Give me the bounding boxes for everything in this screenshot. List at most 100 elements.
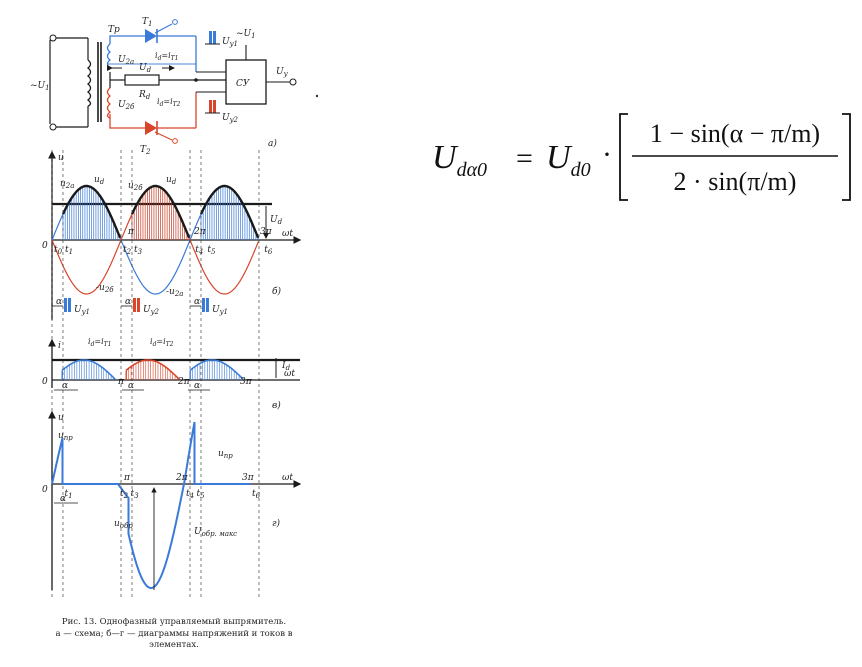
formula-lhs: Udα0 <box>432 139 487 181</box>
alpha-i-1: α <box>62 381 68 391</box>
control-input-label: ~U1 <box>236 29 256 40</box>
pi-g-label: π <box>123 473 131 483</box>
current-hatching <box>61 359 245 380</box>
three-pi-label: 3π <box>260 227 273 237</box>
tick-sub: 0 <box>58 248 63 256</box>
pulse2-icon <box>205 100 220 114</box>
circuit-schematic: ~U1 Тр T1 <box>30 17 297 156</box>
tick-label-g-t1: t1 <box>65 489 73 500</box>
tick-label-t3: t3 <box>134 245 143 256</box>
axis-u-label: u <box>58 153 64 163</box>
tick-sub: 6 <box>256 492 261 500</box>
caption-line1: Рис. 13. Однофазный управляемый выпрямит… <box>62 617 286 627</box>
thyristor-voltage-diagram: u ωt 0 uпр uпр uобр Uобр. макс π 2π 3π t… <box>42 410 302 590</box>
two-pi-g-label: 2π <box>175 473 189 483</box>
pulse-label: Uy1 <box>212 305 228 316</box>
rd-label: Rd <box>138 90 151 101</box>
origin-g-label: 0 <box>42 485 48 495</box>
formula-numerator: 1 − sin(α − π/m) <box>650 119 820 148</box>
current-panel-label: в) <box>272 400 281 411</box>
alpha-g: α <box>60 494 66 504</box>
formula-equals: = <box>516 142 533 175</box>
current2-label: id=iT2 <box>157 97 181 108</box>
caption-line3: элементах. <box>149 640 199 650</box>
voltage-panel-label: б) <box>272 286 281 297</box>
pulse-label-sub: y1 <box>219 308 228 316</box>
uobr-max-label: Uобр. макс <box>194 527 237 538</box>
tick-label-t4: t4 <box>195 245 203 256</box>
ud-label-2: ud <box>166 175 177 186</box>
pulse-label: Uy1 <box>74 305 90 316</box>
tick-label-g-t6: t6 <box>252 489 261 500</box>
tick-label-t5: t5 <box>207 245 216 256</box>
control-block-label: СУ <box>236 79 251 89</box>
tick-sub: 2 <box>123 492 129 500</box>
tick-label-t1: t1 <box>65 245 73 256</box>
pulse-bar <box>201 298 205 312</box>
uobr-label: uобр <box>114 519 133 530</box>
transformer-label: Тр <box>108 25 120 35</box>
current1-label: id=iT1 <box>155 51 179 62</box>
caption-line2: а — схема; б—г — диаграммы напряжений и … <box>55 628 292 639</box>
tick-sub: 1 <box>68 492 72 500</box>
tick-sub: 3 <box>138 248 143 256</box>
voltage-hatching <box>62 186 259 240</box>
source-label: ~U1 <box>30 81 50 92</box>
tick-label-t0: t0 <box>54 245 63 256</box>
formula: Udα0 = Ud0 · 1 − sin(α − π/m) 2 · sin(π/… <box>432 113 851 201</box>
transformer <box>86 42 112 122</box>
tick-sub: 4 <box>198 248 203 256</box>
pulse-bar <box>136 298 140 312</box>
u2b-label: U2б <box>118 100 135 111</box>
pulse-label-sub: y2 <box>150 308 160 316</box>
pulse1-icon <box>205 31 220 45</box>
ud-label: Ud <box>139 63 152 74</box>
formula-dot: · <box>602 138 612 171</box>
source-terminals <box>49 34 89 131</box>
thyristor1-label: T1 <box>142 17 152 28</box>
axis-u-g-label: u <box>58 413 64 423</box>
two-pi-i-label: 2π <box>177 377 191 387</box>
axis-wt-i-label: ωt <box>284 369 295 379</box>
tick-sub: 1 <box>69 248 73 256</box>
pulse1-label: Uy1 <box>222 37 238 48</box>
thyristor2-label: T2 <box>140 145 151 156</box>
tick-label-g-t5: t5 <box>197 489 206 500</box>
stray-dot <box>315 94 319 98</box>
upper-branch <box>108 19 197 72</box>
alpha-label: α <box>125 297 131 307</box>
pi-i-label: π <box>117 377 125 387</box>
ud-curve <box>61 184 260 239</box>
tick-label-g-t2: t2 <box>120 489 129 500</box>
tick-sub: 2 <box>126 248 132 256</box>
axis-i-label: i <box>58 341 61 351</box>
axis-wt-label: ωt <box>282 229 293 239</box>
Ud-label: Ud <box>270 215 283 226</box>
formula-brackets <box>619 113 851 201</box>
pulse-bar <box>132 298 136 312</box>
alpha-label: α <box>56 297 62 307</box>
thyristor-panel-label: г) <box>272 518 281 529</box>
ud-label-1: ud <box>94 175 105 186</box>
alpha-i-2: α <box>128 381 134 391</box>
u2a-label: u2а <box>60 179 74 190</box>
current-label-1: id=iT1 <box>88 337 112 348</box>
upr-label: uпр <box>58 431 73 442</box>
pulse-bar <box>205 298 209 312</box>
tick-label-t2: t2 <box>123 245 132 256</box>
tick-label-g-t4: t4 <box>186 489 194 500</box>
control-block <box>196 45 297 105</box>
three-pi-i-label: 3π <box>240 377 253 387</box>
axis-wt-g-label: ωt <box>282 473 293 483</box>
figure-caption: Рис. 13. Однофазный управляемый выпрямит… <box>55 617 292 650</box>
circuit-panel-label: а) <box>268 138 277 149</box>
current-pulse <box>189 359 244 380</box>
pulse-label-sub: y1 <box>81 308 90 316</box>
tick-sub: 4 <box>189 492 194 500</box>
current-diagram: i ωt 0 id=iT1 id=iT2 Id π 2π 3π α α α в) <box>42 337 300 411</box>
tick-sub: 5 <box>211 248 216 256</box>
